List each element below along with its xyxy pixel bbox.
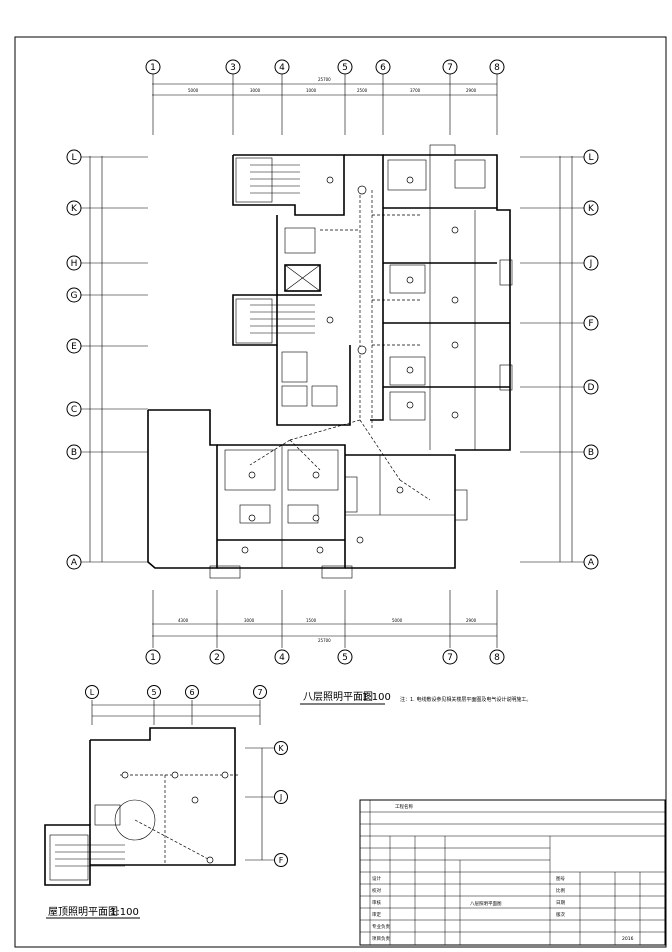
top-axis-4: 4 — [279, 63, 285, 73]
right-axis-bubbles: L K J F D B A — [583, 149, 599, 570]
tb-row-approve: 审定 — [372, 911, 381, 918]
roof-plan-scale: 1:100 — [110, 907, 139, 918]
top-dim-2: 3000 — [250, 88, 261, 93]
sheet-border — [14, 36, 667, 948]
left-axis-G: G — [71, 291, 78, 301]
top-dim-6: 2900 — [466, 88, 477, 93]
bottom-axis-5: 5 — [342, 653, 348, 663]
left-axis-B: B — [71, 448, 77, 458]
roof-plan-title: 屋顶照明平面图 — [48, 906, 118, 918]
left-axis-H: H — [71, 259, 78, 269]
right-axis-L: L — [588, 153, 593, 163]
bottom-axis-2: 2 — [214, 653, 220, 663]
tb-drawing-name: 八层照明平面图 — [470, 901, 502, 907]
title-block — [359, 799, 666, 946]
top-total-dim: 25700 — [318, 77, 331, 82]
roof-axis-J: J — [279, 793, 282, 802]
lighting-circuits — [249, 190, 431, 501]
tb-row-project-lead: 项目负责 — [372, 935, 390, 942]
right-axis-B: B — [588, 448, 594, 458]
roof-axis-F: F — [279, 856, 284, 865]
top-dim-4: 2500 — [357, 88, 368, 93]
bottom-dim-4: 5000 — [392, 618, 403, 623]
tb-field-scale: 比例 — [556, 887, 565, 894]
top-axis-7: 7 — [447, 63, 453, 73]
roof-axis-L: L — [90, 688, 95, 697]
tb-row-check: 校对 — [372, 887, 381, 894]
left-axis-bubbles: L K H G E C B A — [66, 149, 82, 570]
main-plan-scale: 1:100 — [362, 692, 391, 703]
top-axis-5: 5 — [342, 63, 348, 73]
right-axis-A: A — [588, 558, 595, 568]
roof-axis-K: K — [278, 744, 284, 753]
top-dim-1: 5000 — [188, 88, 199, 93]
tb-row-review: 审核 — [372, 899, 381, 906]
bottom-dim-1: 4300 — [178, 618, 189, 623]
bottom-axis-7: 7 — [447, 653, 453, 663]
bottom-dim-3: 1500 — [306, 618, 317, 623]
roof-plan: L 5 6 7 K J F 屋顶照明平面图 1:100 — [44, 685, 288, 919]
tb-field-drawing-no: 图号 — [556, 876, 565, 882]
tb-field-revision: 版次 — [556, 911, 565, 918]
title-block-text: 工程名称 八层照明平面图 设计 校对 审核 审定 专业负责 项目负责 图号 比例… — [372, 803, 634, 942]
bottom-dim-2: 3000 — [244, 618, 255, 623]
roof-axis-5: 5 — [151, 688, 156, 697]
bottom-dim-5: 2900 — [466, 618, 477, 623]
roof-axis-6: 6 — [189, 688, 194, 697]
bottom-axis-4: 4 — [279, 653, 285, 663]
bottom-axis-1: 1 — [150, 653, 156, 663]
top-axis-1: 1 — [150, 63, 156, 73]
left-axis-C: C — [71, 405, 77, 415]
tb-year: 2016 — [622, 936, 634, 942]
right-axis-D: D — [588, 383, 595, 393]
top-axis-bubbles: 1 3 4 5 6 7 8 — [145, 59, 505, 75]
tb-field-date: 日期 — [556, 900, 565, 906]
top-axis-3: 3 — [230, 63, 236, 73]
tb-row-design: 设计 — [372, 875, 381, 882]
left-axis-E: E — [71, 342, 77, 352]
general-note: 注：1. 电线敷设参见相关楼层平面图及电气设计说明施工。 — [400, 696, 531, 703]
main-plan-title: 八层照明平面图 — [303, 691, 373, 703]
left-axis-K: K — [71, 204, 78, 214]
roof-right-axis-bubbles: K J F — [274, 741, 288, 867]
right-axis-K: K — [588, 204, 595, 214]
main-plan: 5000 3000 1000 2500 3700 2900 25700 4300… — [66, 59, 599, 705]
top-dim-5: 3700 — [410, 88, 421, 93]
tb-project-label: 工程名称 — [395, 803, 413, 810]
light-fixtures — [241, 176, 459, 554]
top-dim-3: 1000 — [306, 88, 317, 93]
right-axis-J: J — [589, 259, 593, 269]
roof-axis-7: 7 — [257, 688, 262, 697]
left-axis-L: L — [71, 153, 76, 163]
top-axis-6: 6 — [380, 63, 386, 73]
right-axis-F: F — [588, 319, 593, 329]
bottom-axis-8: 8 — [494, 653, 500, 663]
left-axis-A: A — [71, 558, 78, 568]
building-walls — [147, 144, 513, 579]
tb-row-discipline-lead: 专业负责 — [372, 923, 390, 930]
roof-top-axis-bubbles: L 5 6 7 — [85, 685, 267, 699]
top-axis-8: 8 — [494, 63, 500, 73]
bottom-total-dim: 25700 — [318, 638, 331, 643]
bottom-axis-bubbles: 1 2 4 5 7 8 — [145, 649, 505, 665]
